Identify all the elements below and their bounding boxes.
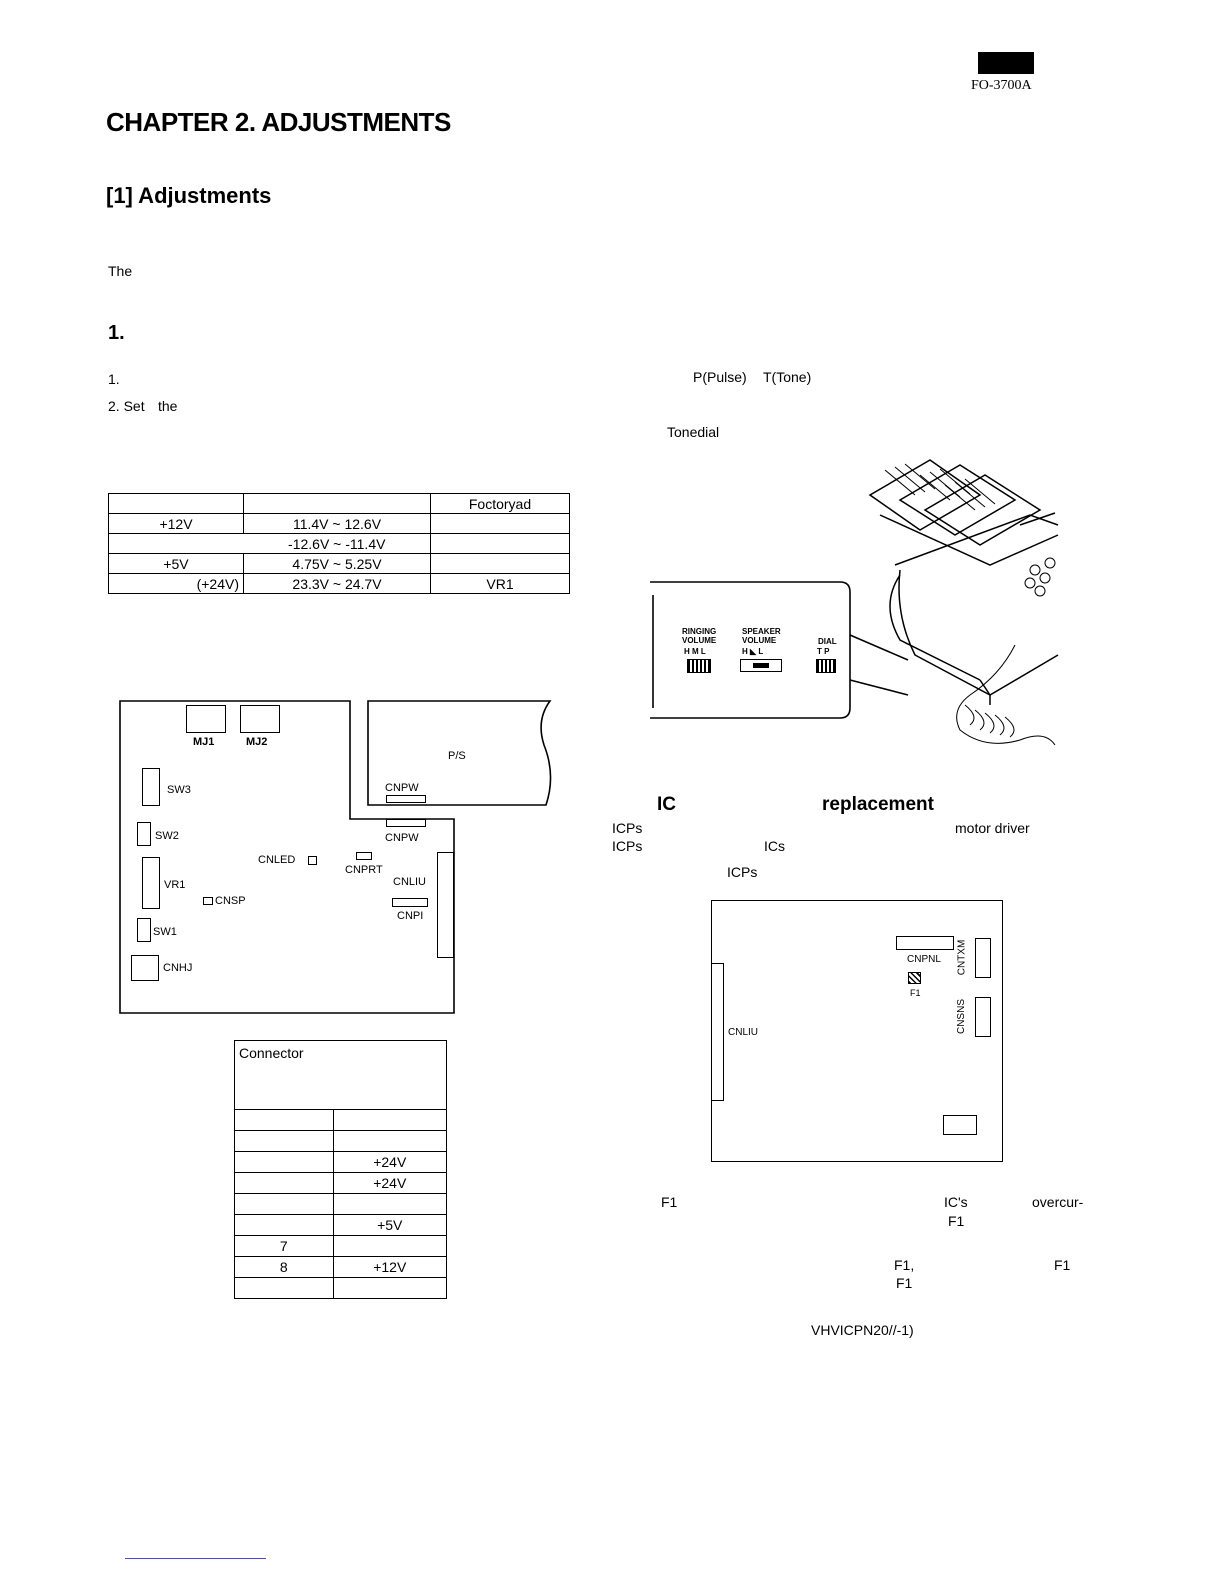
table-row: +24V	[234, 1172, 447, 1194]
step-1-number: 1.	[108, 371, 120, 387]
dial-switch[interactable]	[816, 659, 836, 673]
table-row: -12.6V ~ -11.4V	[108, 533, 570, 554]
table-row: Connector	[234, 1040, 447, 1110]
step-2-set: 2. Set	[108, 398, 145, 414]
cnpi-label: CNPI	[397, 910, 424, 922]
cnpnl-connector	[896, 936, 954, 950]
ringing-scale: H M L	[684, 647, 706, 656]
section-title: [1] Adjustments	[106, 183, 272, 208]
table-row: +5V 4.75V ~ 5.25V	[108, 553, 570, 574]
table-row	[234, 1277, 447, 1299]
table-row: Foctoryad	[108, 493, 570, 514]
fuse-note-f1-d: F1	[1054, 1257, 1071, 1273]
voltage-table: Foctoryad +12V 11.4V ~ 12.6V -12.6V ~ -1…	[108, 493, 570, 594]
fuse-note-overcur: overcur-	[1032, 1194, 1084, 1210]
cnliu-connector	[437, 852, 454, 958]
table-row	[234, 1193, 447, 1215]
icps-line-2: ICPs	[612, 838, 643, 854]
sw3-switch	[142, 768, 160, 806]
fuse-note-f1-c: F1,	[894, 1257, 915, 1273]
fax-machine-illustration	[868, 459, 1059, 746]
mj1-label: MJ1	[193, 736, 215, 748]
speaker-scale: H ◣ L	[742, 647, 764, 656]
sw1-switch	[137, 918, 151, 942]
dial-scale: T P	[817, 647, 830, 656]
main-board-outline	[119, 700, 552, 1014]
sw1-label: SW1	[153, 926, 177, 938]
cnpw-top-label: CNPW	[385, 782, 419, 794]
dial-label: DIAL	[818, 637, 837, 646]
fuse-note-ics: IC's	[944, 1194, 968, 1210]
fuse-note-f1-e: F1	[896, 1275, 913, 1291]
speaker-volume-label: SPEAKER VOLUME	[742, 627, 781, 645]
model-number: FO-3700A	[971, 78, 1032, 93]
table-row: +5V	[234, 1214, 447, 1236]
ringing-volume-switch[interactable]	[687, 659, 711, 673]
table-row: (+24V) 23.3V ~ 24.7V VR1	[108, 573, 570, 594]
table-row: +24V	[234, 1151, 447, 1173]
cnliu-left-connector	[711, 963, 724, 1101]
panel-callout	[650, 581, 909, 719]
connector-table: Connector +24V +24V +5V 7 8+12V	[234, 1040, 447, 1299]
panel-board-outline	[711, 900, 1003, 1162]
fuse-note-f1-b: F1	[948, 1213, 965, 1229]
intro-text: The	[108, 263, 133, 279]
table-row	[234, 1130, 447, 1152]
logo-bar	[978, 52, 1034, 74]
board2-cnliu-label: CNLIU	[728, 1027, 759, 1038]
f1-label: F1	[910, 988, 921, 998]
cnpi-connector	[392, 898, 428, 907]
step-2-the: the	[158, 398, 178, 414]
cnprt-connector	[356, 852, 372, 860]
ps-label: P/S	[448, 750, 466, 762]
small-component	[943, 1115, 977, 1135]
cnliu-label: CNLIU	[393, 876, 427, 888]
cntxm-connector	[975, 938, 991, 978]
cnpw-top-connector	[386, 795, 426, 803]
replacement-title: replacement	[822, 794, 934, 815]
mj1-jack	[186, 705, 226, 733]
ic-title: IC	[657, 794, 676, 815]
cnpw-label: CNPW	[385, 832, 419, 844]
cnpnl-label: CNPNL	[907, 954, 941, 965]
cnsp-connector	[203, 897, 213, 905]
item-number: 1.	[108, 322, 125, 344]
sw2-switch	[137, 822, 151, 846]
tone-text: T(Tone)	[763, 369, 812, 385]
tonedial-text: Tonedial	[667, 424, 720, 440]
fuse-f1	[908, 972, 921, 984]
mj2-jack	[240, 705, 280, 733]
icps-line-3: ICPs	[727, 864, 758, 880]
cntxm-label: CNTXM	[956, 939, 968, 976]
sw3-label: SW3	[167, 784, 191, 796]
cnled-connector	[308, 856, 317, 865]
fuse-part-number: VHVICPN20//-1)	[811, 1322, 914, 1338]
table-row: 7	[234, 1235, 447, 1257]
cnsns-connector	[975, 997, 991, 1037]
table-row	[234, 1109, 447, 1131]
ringing-volume-label: RINGING VOLUME	[682, 627, 717, 645]
fuse-note-f1: F1	[661, 1194, 678, 1210]
table-row: 8+12V	[234, 1256, 447, 1278]
cnprt-label: CNPRT	[345, 864, 383, 876]
footer-link-line	[125, 1558, 266, 1559]
chapter-title: CHAPTER 2. ADJUSTMENTS	[106, 107, 451, 137]
cnhj-label: CNHJ	[163, 962, 193, 974]
pulse-text: P(Pulse)	[693, 369, 747, 385]
vr1-component	[142, 857, 160, 909]
mj2-label: MJ2	[246, 736, 268, 748]
motor-driver-text: motor driver	[955, 820, 1030, 836]
sw2-label: SW2	[155, 830, 179, 842]
cnsns-label: CNSNS	[956, 998, 968, 1035]
vr1-label: VR1	[164, 879, 186, 891]
icps-line-1: ICPs	[612, 820, 643, 836]
cnled-label: CNLED	[258, 854, 296, 866]
speaker-volume-slider[interactable]	[740, 659, 782, 672]
cnsp-label: CNSP	[215, 895, 246, 907]
ics-text: ICs	[764, 838, 785, 854]
cnpw-connector	[386, 819, 426, 827]
table-row: +12V 11.4V ~ 12.6V	[108, 513, 570, 534]
cnhj-connector	[131, 955, 159, 981]
